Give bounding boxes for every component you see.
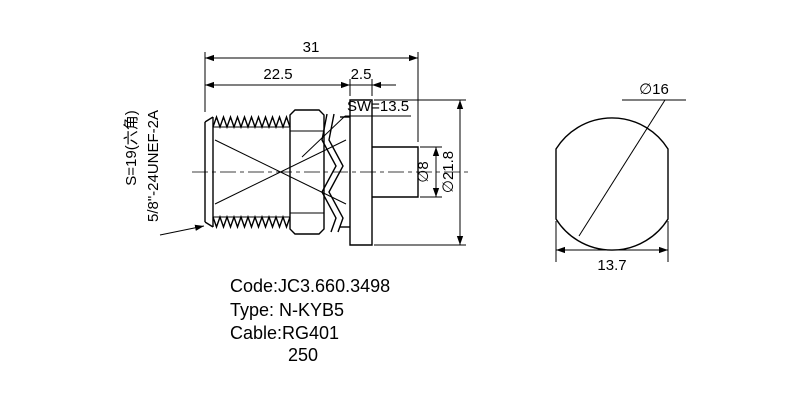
dia-8-label: ∅8	[415, 161, 432, 182]
front-chamfer	[204, 116, 214, 228]
thread-spec-label: 5/8"-24UNEF-2A	[145, 110, 162, 222]
end-view-outline	[555, 117, 669, 251]
flange	[349, 99, 373, 246]
sw-label: SW=13.5	[347, 98, 409, 115]
dim-22-5-label: 22.5	[263, 66, 292, 83]
notes-block: Code:JC3.660.3498 Type: N-KYB5 Cable:RG4…	[230, 276, 390, 365]
dia-16-label: ∅16	[639, 81, 669, 98]
dia-21-8-label: ∅21.8	[440, 151, 457, 193]
wave-washer-line-2	[328, 113, 344, 233]
hex-size-label: S=19(六角)	[123, 110, 140, 185]
note-length: 250	[288, 345, 318, 365]
note-code: Code:JC3.660.3498	[230, 276, 390, 296]
sw-leader-line	[301, 115, 346, 158]
note-cable: Cable:RG401	[230, 323, 339, 343]
end-view: ∅16 13.7	[555, 81, 686, 274]
end-view-diagonal	[578, 99, 666, 237]
wave-washer-line-1	[321, 113, 337, 233]
pin	[372, 146, 419, 198]
thread-teeth-top	[212, 114, 291, 130]
note-type: Type: N-KYB5	[230, 300, 344, 320]
dim-31-label: 31	[303, 39, 320, 56]
dim-13-7-label: 13.7	[597, 257, 626, 274]
side-view-dimensions: 31 22.5 2.5 SW=13.5 ∅8 ∅21.8 S=19(六角) 5/…	[123, 39, 466, 246]
flat-indicator-cross-2	[214, 139, 347, 205]
dim-2-5-label: 2.5	[351, 66, 372, 83]
side-view	[192, 99, 472, 246]
hex-nut	[289, 109, 325, 235]
thread-teeth-bottom	[212, 214, 291, 230]
thread-spec-leader	[159, 224, 205, 236]
